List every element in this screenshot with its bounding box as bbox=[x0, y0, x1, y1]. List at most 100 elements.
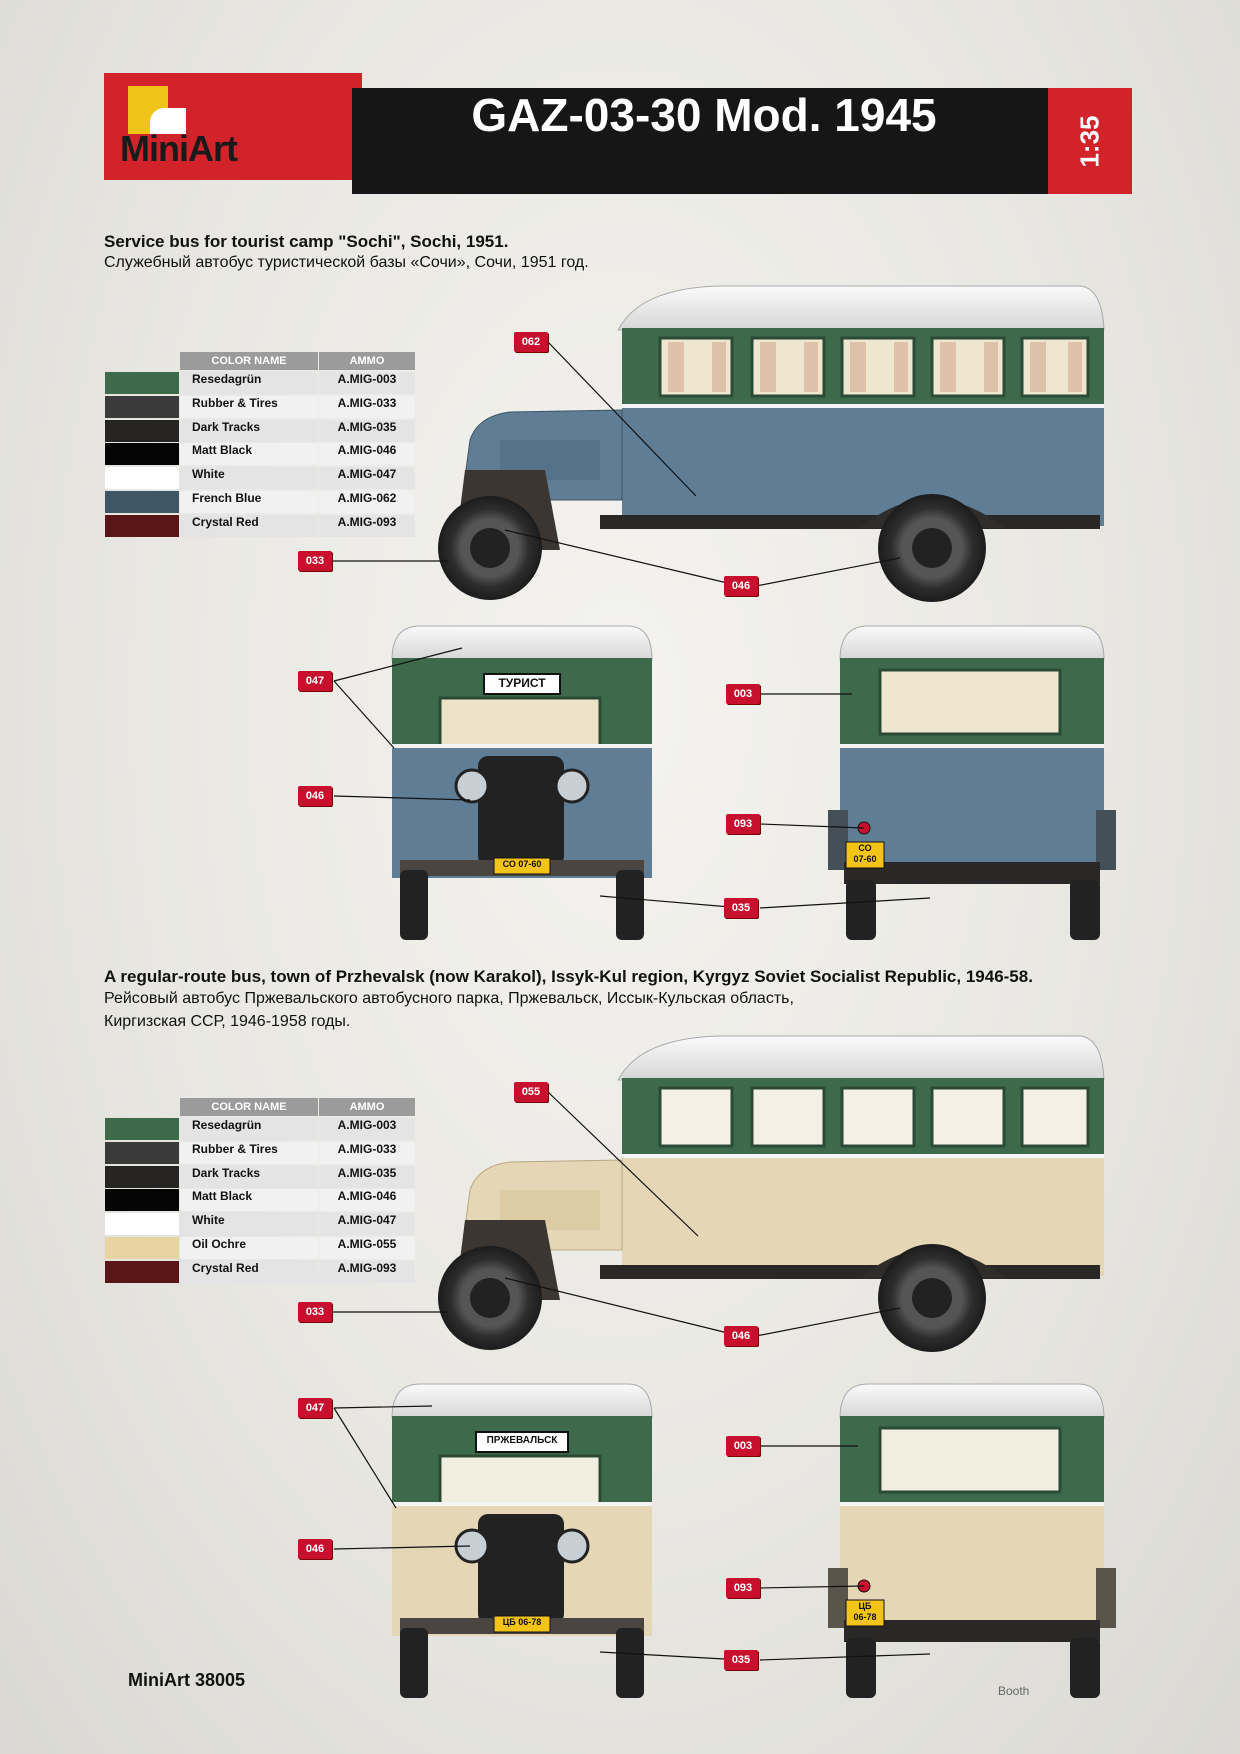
color-name: Matt Black bbox=[180, 443, 318, 466]
scheme2-caption-ru-line2: Киргизская ССР, 1946-1958 годы. bbox=[104, 1013, 351, 1030]
color-name: Rubber & Tires bbox=[180, 395, 318, 418]
color-name-header: COLOR NAME bbox=[180, 1098, 318, 1116]
scheme1-front-sign: ТУРИСТ bbox=[498, 676, 546, 690]
color-table-header: COLOR NAME AMMO bbox=[105, 1098, 415, 1116]
color-code: A.MIG-003 bbox=[319, 1118, 415, 1140]
color-swatch bbox=[105, 1260, 179, 1283]
scheme1-rear-plate-top: СО bbox=[858, 843, 872, 853]
product-number: MiniArt 38005 bbox=[128, 1670, 246, 1690]
color-swatch bbox=[105, 1213, 179, 1236]
callout-tag: 055 bbox=[514, 1082, 548, 1102]
color-name: White bbox=[180, 467, 318, 490]
color-name: Matt Black bbox=[180, 1189, 318, 1212]
scheme1-rear-plate-bottom: 07-60 bbox=[853, 854, 877, 864]
color-name: Oil Ochre bbox=[180, 1237, 318, 1259]
color-code: A.MIG-047 bbox=[319, 1213, 415, 1236]
scheme1-rear-view bbox=[828, 625, 1116, 940]
artist-credit: Booth bbox=[998, 1684, 1030, 1698]
color-swatch bbox=[105, 514, 179, 537]
color-swatch bbox=[105, 1118, 179, 1140]
callout-tag: 046 bbox=[724, 576, 758, 596]
color-code: A.MIG-046 bbox=[319, 1189, 415, 1212]
scheme1-front-plate: СО 07-60 bbox=[502, 859, 542, 869]
scheme2-rear-plate: ЦБ 06-78 bbox=[846, 1601, 884, 1623]
color-swatch bbox=[105, 1141, 179, 1164]
callout-tag: 046 bbox=[724, 1326, 758, 1346]
title-bar bbox=[352, 88, 1056, 194]
color-code: A.MIG-035 bbox=[319, 419, 415, 442]
scheme1-rear-plate: СО 07-60 bbox=[846, 843, 884, 865]
callout-tag: 047 bbox=[298, 671, 332, 691]
ammo-header: AMMO bbox=[319, 1098, 415, 1116]
scheme2-caption-en: A regular-route bus, town of Przhevalsk … bbox=[104, 967, 1033, 986]
color-swatch bbox=[105, 395, 179, 418]
color-name: Resedagrün bbox=[180, 1118, 318, 1140]
color-code: A.MIG-047 bbox=[319, 467, 415, 490]
callout-tag: 046 bbox=[298, 786, 332, 806]
callout-tag: 035 bbox=[724, 898, 758, 918]
scheme2-caption-ru-line1: Рейсовый автобус Пржевальского автобусно… bbox=[104, 990, 794, 1007]
callout-tag: 003 bbox=[726, 1436, 760, 1456]
color-name: Dark Tracks bbox=[180, 419, 318, 442]
scheme1-front-view bbox=[391, 625, 653, 940]
color-name: Rubber & Tires bbox=[180, 1141, 318, 1164]
scheme1-side-view bbox=[438, 285, 1105, 602]
scheme1-caption-ru: Служебный автобус туристической базы «Со… bbox=[104, 254, 589, 271]
color-swatch bbox=[105, 1165, 179, 1188]
color-name: Dark Tracks bbox=[180, 1165, 318, 1188]
scheme2-rear-plate-bottom: 06-78 bbox=[853, 1612, 877, 1622]
color-code: A.MIG-062 bbox=[319, 491, 415, 513]
color-name: Resedagrün bbox=[180, 372, 318, 394]
callout-tag: 035 bbox=[724, 1650, 758, 1670]
color-code: A.MIG-033 bbox=[319, 1141, 415, 1164]
color-code: A.MIG-033 bbox=[319, 395, 415, 418]
color-name: White bbox=[180, 1213, 318, 1236]
leader-lines bbox=[332, 341, 931, 1661]
color-swatch bbox=[105, 443, 179, 466]
callout-tag: 046 bbox=[298, 1539, 332, 1559]
scheme2-front-sign: ПРЖЕВАЛЬСК bbox=[486, 1435, 558, 1446]
color-name: Crystal Red bbox=[180, 1260, 318, 1283]
callout-tag: 093 bbox=[726, 814, 760, 834]
callout-tag: 062 bbox=[514, 332, 548, 352]
callout-tag: 033 bbox=[298, 551, 332, 571]
color-code: A.MIG-003 bbox=[319, 372, 415, 394]
scheme1-caption-en: Service bus for tourist camp "Sochi", So… bbox=[104, 232, 509, 251]
color-code: A.MIG-093 bbox=[319, 514, 415, 537]
callout-tag: 093 bbox=[726, 1578, 760, 1598]
scheme2-front-plate: ЦБ 06-78 bbox=[502, 1617, 542, 1627]
color-swatch bbox=[105, 1237, 179, 1259]
scale-badge bbox=[1048, 88, 1132, 194]
color-name-header: COLOR NAME bbox=[180, 352, 318, 370]
color-code: A.MIG-093 bbox=[319, 1260, 415, 1283]
color-table-header: COLOR NAME AMMO bbox=[105, 352, 415, 370]
scheme2-rear-plate-top: ЦБ bbox=[858, 1601, 872, 1611]
page-title: GAZ-03-30 Mod. 1945 bbox=[471, 89, 937, 141]
scheme2-side-view bbox=[438, 1035, 1105, 1352]
color-swatch bbox=[105, 372, 179, 394]
color-code: A.MIG-035 bbox=[319, 1165, 415, 1188]
color-swatch bbox=[105, 419, 179, 442]
callout-tag: 003 bbox=[726, 684, 760, 704]
scheme2-rear-view bbox=[828, 1383, 1116, 1698]
logo-white-shape bbox=[150, 108, 186, 134]
color-swatch bbox=[105, 1189, 179, 1212]
color-code: A.MIG-046 bbox=[319, 443, 415, 466]
